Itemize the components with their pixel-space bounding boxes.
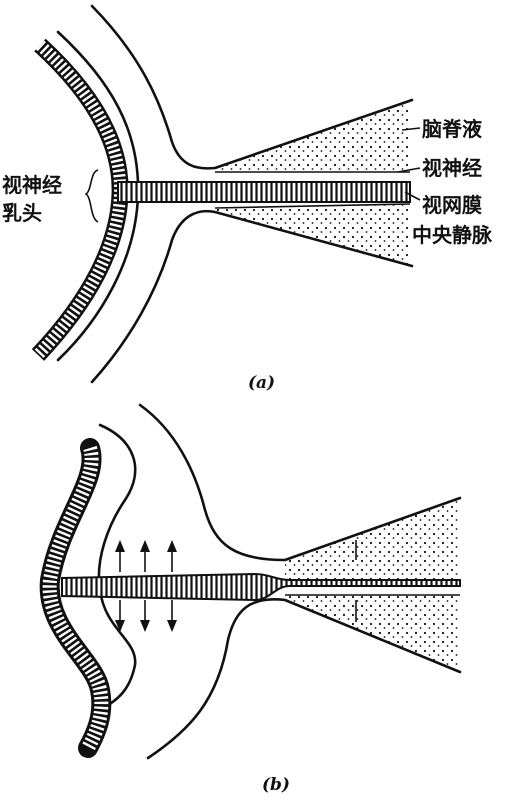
papilla-brace <box>84 169 99 223</box>
leader-csf <box>401 127 421 131</box>
sclera-curve-b <box>97 423 137 712</box>
optic-nerve-lower-edge <box>214 203 411 209</box>
label-papilla-line2: 乳头 <box>2 201 42 225</box>
panel-b: (b) <box>39 403 462 795</box>
label-csf: 脑脊液 <box>422 117 483 141</box>
label-vein-line2: 中央静脉 <box>412 223 493 247</box>
central-retinal-vein-b <box>61 572 461 602</box>
panel-a: 视神经 乳头 脑脊液 视神经 视网膜 中央静脉 (a) <box>2 4 493 393</box>
csf-region-top-b <box>285 498 460 580</box>
swelling-arrows <box>115 540 177 632</box>
sheath-lower-line <box>90 209 414 384</box>
label-optic-nerve: 视神经 <box>422 156 482 180</box>
retina-band-outline-b <box>39 438 112 758</box>
sheath-lower-line-b <box>146 598 462 760</box>
caption-a: (a) <box>248 373 275 393</box>
label-vein-line1: 视网膜 <box>422 193 482 217</box>
sheath-upper-line <box>90 4 414 170</box>
label-papilla-line1: 视神经 <box>2 173 62 197</box>
central-retinal-vein <box>117 181 411 203</box>
sheath-upper-line-b <box>138 403 462 562</box>
retina-band-rings-b <box>42 445 109 752</box>
csf-region-bottom <box>215 204 410 266</box>
leader-optic-nerve <box>397 167 421 173</box>
leader-vein <box>404 191 421 201</box>
caption-b: (b) <box>262 775 290 795</box>
